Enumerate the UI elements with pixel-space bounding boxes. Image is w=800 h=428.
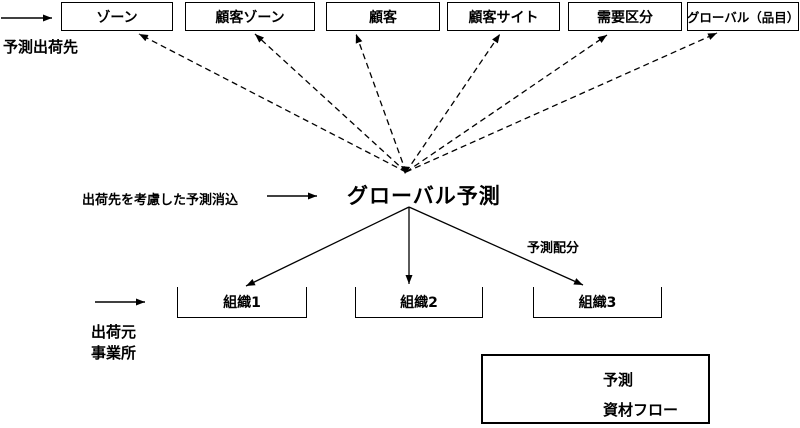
forecast-convergence-arrowhead — [401, 166, 410, 174]
allocation-arrow-to-org3 — [408, 206, 584, 286]
forecast-arrow-to-global-item — [405, 32, 718, 173]
forecast-arrow-to-zone — [138, 33, 407, 173]
allocation-arrow-to-org1 — [245, 206, 410, 287]
box-zone: ゾーン — [61, 2, 173, 31]
label-forecast-allocation: 予測配分 — [527, 241, 580, 256]
forecast-arrow-to-demand-class — [405, 34, 608, 173]
box-org2: 組織2 — [355, 287, 483, 318]
forecast-arrow-to-customer — [355, 33, 407, 173]
box-customer-site: 顧客サイト — [447, 2, 560, 31]
forecast-arrow-to-customer-zone — [254, 33, 407, 173]
box-customer-zone: 顧客ゾーン — [185, 2, 315, 31]
label-forecast-consumption: 出荷先を考慮した予測消込 — [82, 193, 239, 208]
box-customer: 顧客 — [326, 2, 440, 31]
box-org3: 組織3 — [533, 287, 662, 318]
global-forecast-node: グローバル予測 — [347, 184, 501, 208]
legend-material-flow-label: 資材フロー — [603, 401, 679, 419]
label-ship-source-line1: 出荷元 — [91, 323, 137, 341]
legend-box — [481, 354, 710, 424]
box-demand-class: 需要区分 — [568, 2, 682, 31]
forecast-arrow-to-customer-site — [405, 33, 501, 173]
label-ship-source-line2: 事業所 — [91, 344, 137, 362]
box-global-item: グローバル（品目） — [687, 2, 799, 31]
box-org1: 組織1 — [177, 287, 307, 318]
legend-forecast-label: 予測 — [603, 371, 634, 389]
label-forecast-destination: 予測出荷先 — [3, 38, 79, 56]
